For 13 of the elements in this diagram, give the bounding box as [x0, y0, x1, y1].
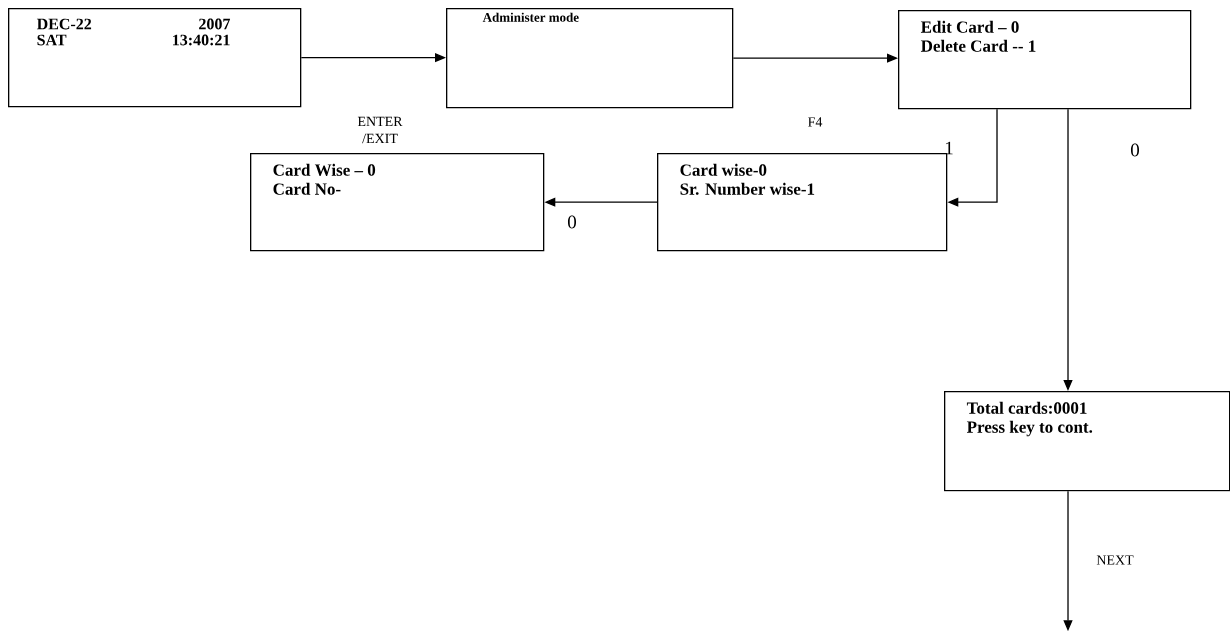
arrow: [1063, 490, 1073, 631]
screen-box: Administer mode: [446, 8, 734, 109]
screen-box: Edit Card – 0 Delete Card -- 1: [898, 10, 1192, 110]
screen-box: Card Wise – 0 Card No-: [250, 153, 545, 252]
screen-box: Total cards:0001 Press key to cont.: [944, 391, 1230, 492]
edge-label: F4: [808, 117, 823, 127]
screen-box: DEC-22 2007 SAT 13:40:21: [8, 8, 302, 108]
edge-label: ENTER /EXIT: [357, 116, 403, 144]
edge-label: 0: [1131, 143, 1139, 157]
edge-label: 0: [568, 215, 577, 229]
edge-label: NEXT: [1096, 555, 1134, 565]
edge-label: 1: [945, 141, 953, 155]
screen-box: Card wise-0 Sr. Number wise-1: [657, 153, 948, 252]
